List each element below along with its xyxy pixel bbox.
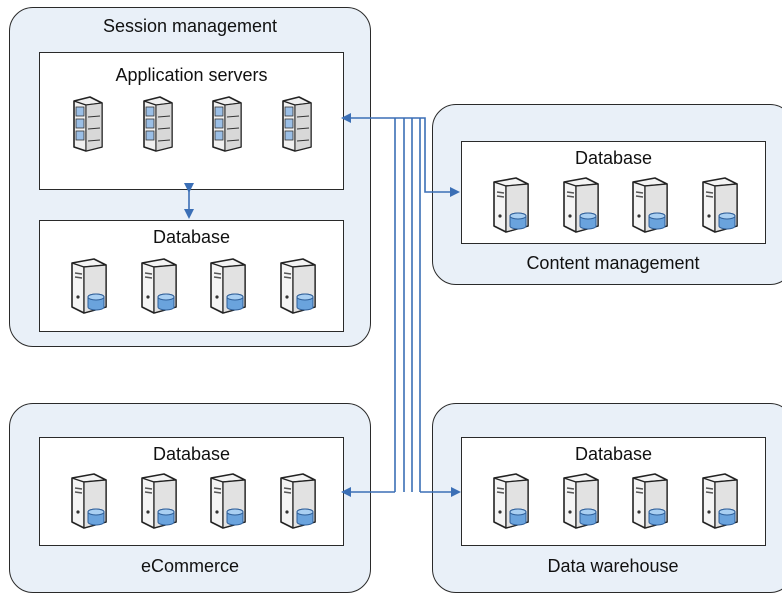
database-server-icon	[556, 472, 602, 535]
content-database-box: Database	[461, 141, 766, 244]
database-server-icon	[64, 257, 110, 320]
session-management-title: Session management	[102, 16, 278, 36]
warehouse-database-box: Database	[461, 437, 766, 546]
content-database-title: Database	[574, 148, 653, 168]
session-management-group: Session management Application servers D…	[9, 7, 371, 347]
session-database-title: Database	[152, 227, 231, 247]
database-server-icon	[203, 257, 249, 320]
database-server-icon	[273, 257, 319, 320]
ecommerce-database-box: Database	[39, 437, 344, 546]
database-server-icon	[556, 176, 602, 239]
database-server-icon	[273, 472, 319, 535]
rack-server-icon	[273, 95, 319, 158]
ecommerce-database-title: Database	[152, 444, 231, 464]
database-server-icon	[625, 176, 671, 239]
content-management-title: Content management	[526, 253, 700, 273]
bus-to-content-arrow	[420, 117, 460, 197]
warehouse-database-title: Database	[574, 444, 653, 464]
ecommerce-group: Database eCommerce	[9, 403, 371, 593]
application-servers-box: Application servers	[39, 52, 344, 190]
content-management-group: Database Content management	[432, 104, 782, 285]
session-database-box: Database	[39, 220, 344, 332]
database-server-icon	[695, 176, 741, 239]
rack-server-icon	[64, 95, 110, 158]
database-server-icon	[64, 472, 110, 535]
database-server-icon	[486, 472, 532, 535]
data-warehouse-group: Database Data warehouse	[432, 403, 782, 593]
ecommerce-title: eCommerce	[140, 556, 240, 576]
database-server-icon	[486, 176, 532, 239]
database-server-icon	[203, 472, 249, 535]
rack-server-icon	[203, 95, 249, 158]
application-servers-title: Application servers	[115, 65, 268, 85]
database-server-icon	[695, 472, 741, 535]
database-server-icon	[134, 472, 180, 535]
database-server-icon	[625, 472, 671, 535]
database-server-icon	[134, 257, 180, 320]
data-warehouse-title: Data warehouse	[547, 556, 679, 576]
rack-server-icon	[134, 95, 180, 158]
